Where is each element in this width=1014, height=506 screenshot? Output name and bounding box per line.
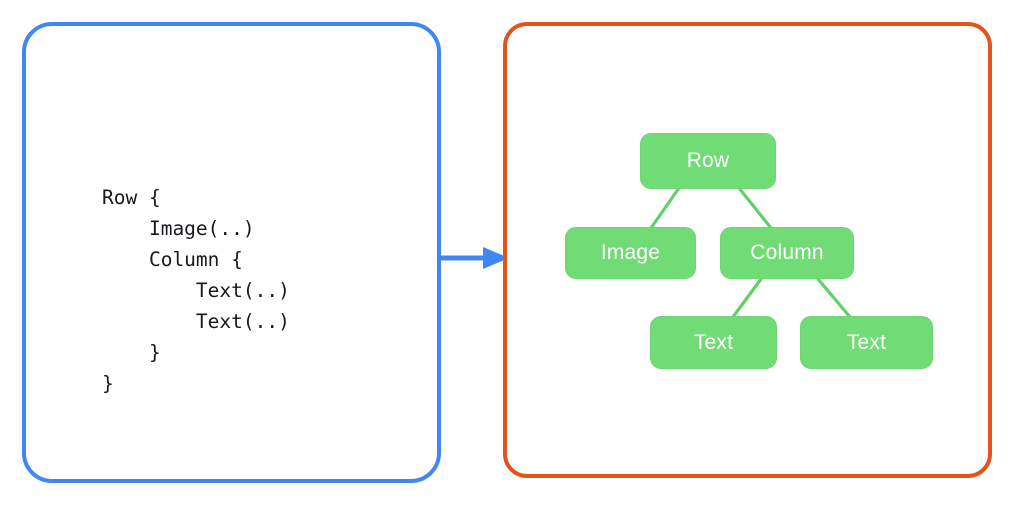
- tree-edges: [649, 186, 852, 319]
- edge-column-text1: [731, 277, 763, 319]
- flow-arrow-icon: [439, 247, 509, 269]
- arrow-head: [483, 247, 509, 269]
- edge-row-column: [737, 186, 773, 230]
- edge-column-text2: [816, 277, 852, 319]
- composition-tree: Row Image Column Text Text: [503, 22, 992, 478]
- tree-node-column[interactable]: Column: [720, 227, 854, 279]
- code-panel: Row { Image(..) Column { Text(..) Text(.…: [22, 22, 441, 483]
- tree-node-row[interactable]: Row: [640, 133, 776, 189]
- code-snippet: Row { Image(..) Column { Text(..) Text(.…: [102, 186, 290, 395]
- edge-row-image: [649, 186, 681, 230]
- tree-node-image[interactable]: Image: [565, 227, 696, 279]
- tree-node-text-second[interactable]: Text: [800, 316, 933, 369]
- tree-node-text-first[interactable]: Text: [650, 316, 777, 369]
